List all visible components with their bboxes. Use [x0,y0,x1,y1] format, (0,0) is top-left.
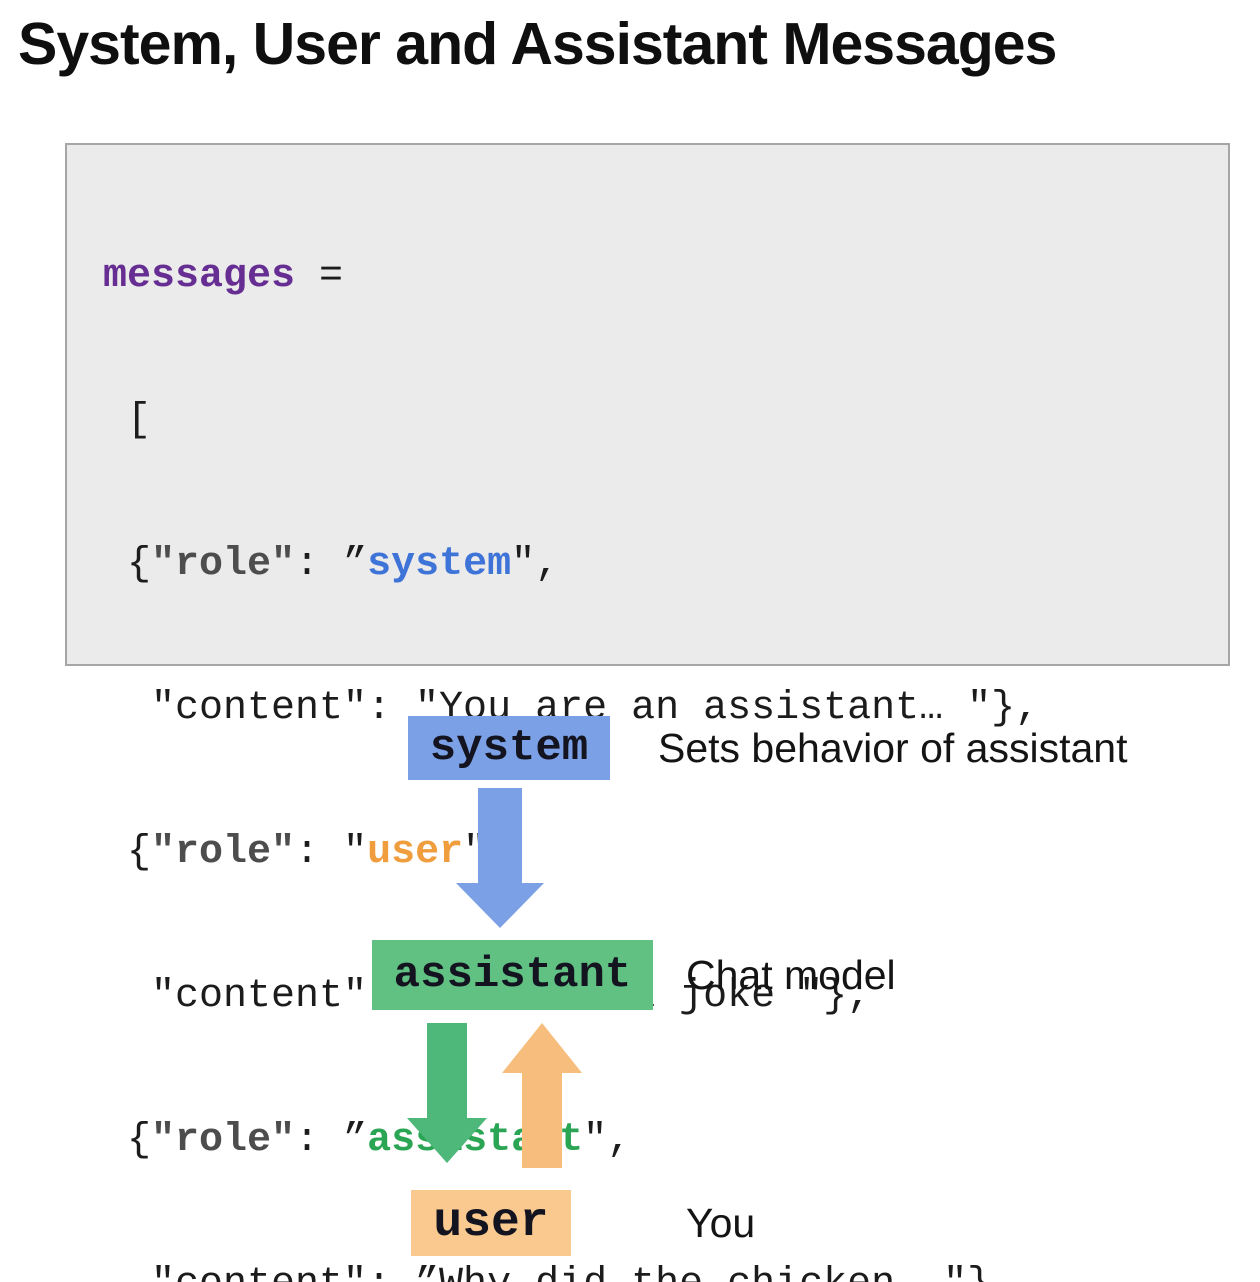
quote-comma: ", [511,542,560,587]
open-brace: { [103,1118,152,1163]
code-line-assignment: messages = [103,253,1039,301]
blue-down-arrow-shape [456,788,544,928]
green-down-arrow-icon [407,1023,487,1163]
code-line-content-assistant: "content": ”Why did the chicken… "}, [103,1261,1039,1282]
open-brace: { [103,542,152,587]
user-node-label: user [433,1196,549,1250]
code-block: messages = [ {"role": ”system", "content… [65,143,1230,1282]
token-user: user [367,830,464,875]
open-bracket: [ [103,398,152,443]
code-line-role-user: {"role": "user", [103,829,1039,877]
orange-up-arrow-shape [502,1023,582,1168]
user-description: You [686,1199,756,1246]
page-title: System, User and Assistant Messages [18,11,1057,77]
code-line-open-bracket: [ [103,397,1039,445]
role-key: "role" [151,1118,296,1163]
variable-name: messages [103,254,296,299]
user-node: user [411,1190,571,1256]
content-text: "content": ”Why did the chicken… "}, [103,1262,1015,1282]
system-node: system [408,716,610,780]
assistant-node-label: assistant [393,950,632,1000]
content-text: "content": "You are an assistant… "}, [103,686,1040,731]
code-line-role-system: {"role": ”system", [103,541,1039,589]
quote: " [343,830,368,875]
code-snippet: messages = [ {"role": ”system", "content… [103,157,1039,1282]
quote-comma: ", [583,1118,632,1163]
assistant-node: assistant [372,940,653,1010]
green-down-arrow-shape [407,1023,487,1163]
open-brace: { [103,830,152,875]
quote: ” [343,1118,368,1163]
token-system: system [367,542,512,587]
role-key: "role" [151,542,296,587]
blue-down-arrow-icon [456,788,544,928]
quote: ” [343,542,368,587]
colon: : [295,830,344,875]
equals-sign: = [295,254,344,299]
colon: : [295,542,344,587]
code-line-content-system: "content": "You are an assistant… "}, [103,685,1039,733]
system-node-label: system [429,723,589,773]
orange-up-arrow-icon [502,1023,582,1168]
system-description: Sets behavior of assistant [658,724,1128,771]
role-key: "role" [151,830,296,875]
colon: : [295,1118,344,1163]
assistant-description: Chat model [686,951,896,998]
